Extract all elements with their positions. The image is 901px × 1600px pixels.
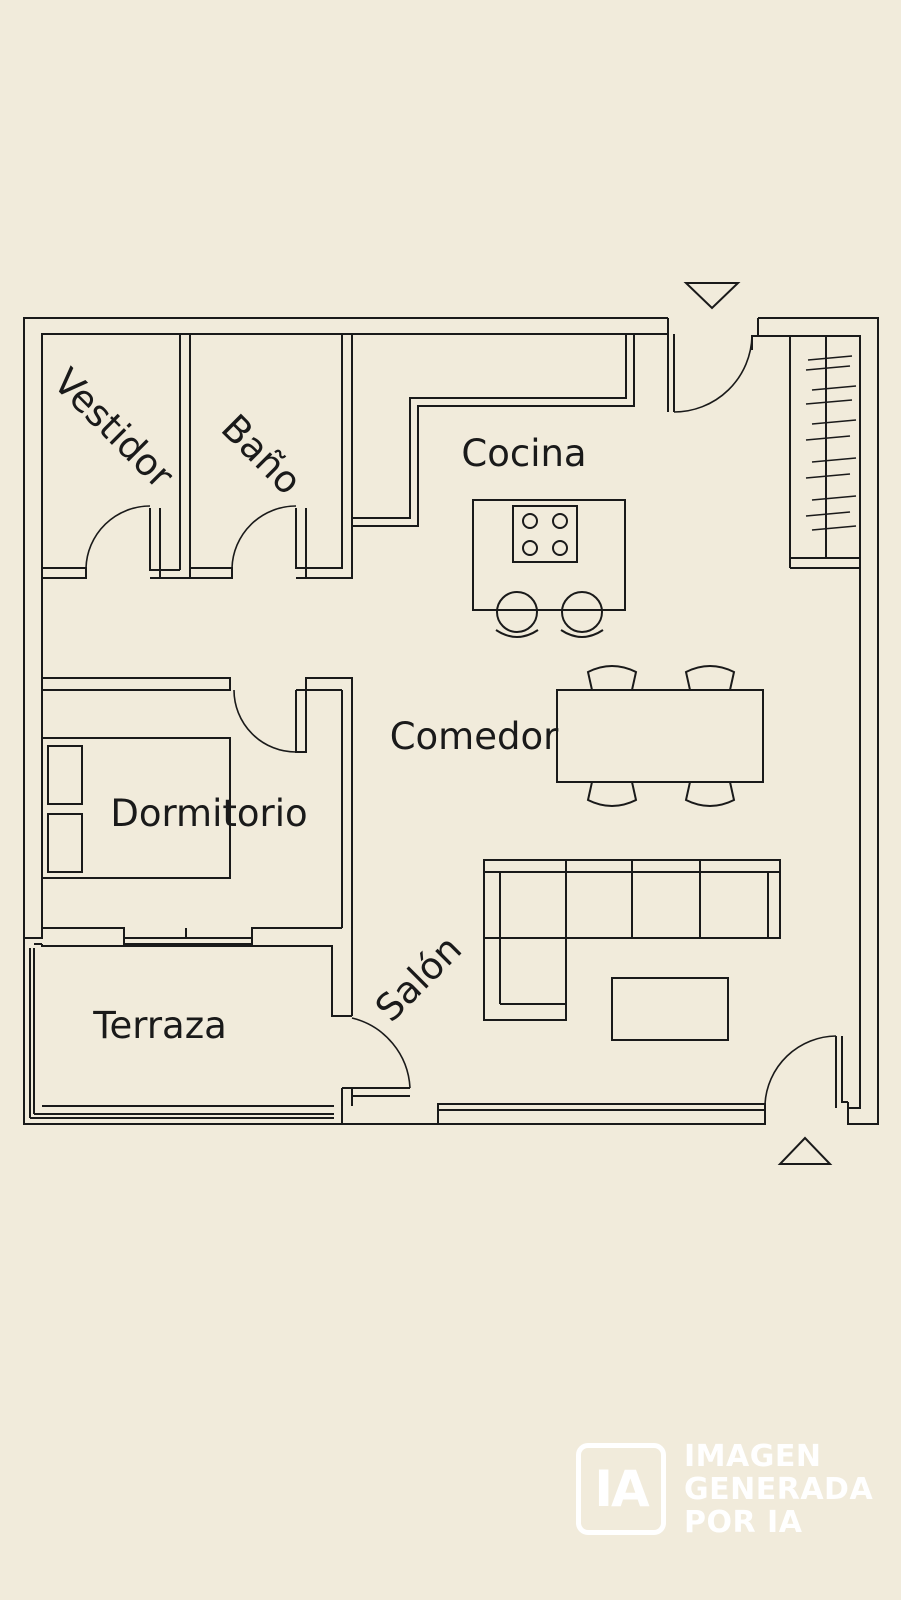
entry-door-top [673,335,753,413]
sectional-sofa [483,859,781,1021]
ai-badge: IA [576,1443,666,1535]
entry-door-bottom [764,1035,837,1105]
room-label-terraza: Terraza [92,1004,227,1047]
watermark-line-2: GENERADA [684,1471,874,1507]
room-label-comedor: Comedor [390,715,559,758]
double-bed [41,737,231,879]
dining-table [556,665,764,807]
entrance-marker-bottom [777,1136,833,1165]
watermark-line-3: POR IA [684,1504,803,1540]
coffee-table [611,977,729,1041]
wardrobe [789,335,861,569]
kitchen-island [472,499,626,638]
room-label-salon: Salón [367,927,470,1030]
room-label-dormitorio: Dormitorio [110,792,307,835]
watermark-text: IMAGEN GENERADA POR IA [684,1440,873,1539]
bano-walls [190,334,353,579]
entrance-marker-top [683,282,741,310]
dormitorio-walls [34,677,353,1016]
room-label-vestidor: Vestidor [45,360,182,497]
kitchen-counter [352,334,635,527]
room-label-bano: Baño [213,406,310,503]
ai-generated-watermark: IA IMAGEN GENERADA POR IA [576,1440,873,1539]
room-label-cocina: Cocina [461,432,586,475]
watermark-line-1: IMAGEN [684,1438,822,1474]
terraza-walls [41,944,411,1124]
